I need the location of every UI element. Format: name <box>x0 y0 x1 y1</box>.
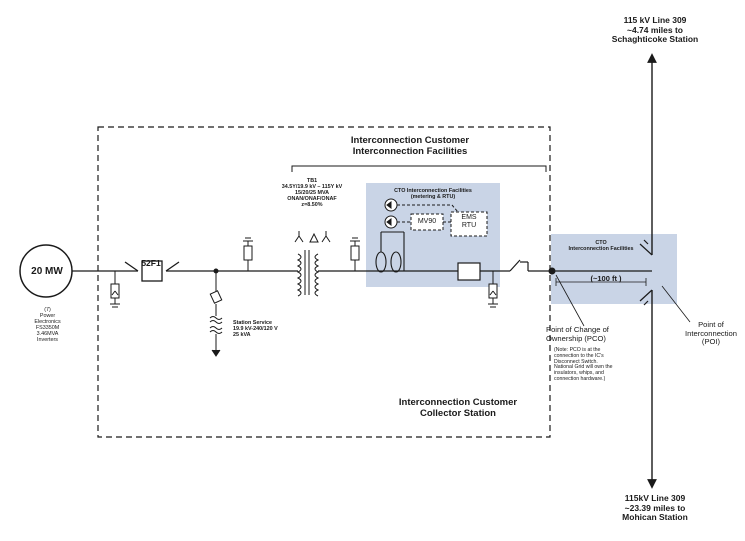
surge-arrester-tb1 <box>243 237 253 271</box>
meter-devices <box>384 198 488 237</box>
collector-station-label: Interconnection Customer Collector Stati… <box>378 397 538 419</box>
gen-line-2: Power <box>39 313 56 320</box>
cto-metering-line-1: CTO Interconnection Facilities <box>394 188 472 194</box>
tb1-rating: 15/20/25 MVA <box>294 190 330 197</box>
collector-line-1: Interconnection Customer <box>398 397 518 408</box>
metering-transformers <box>375 231 405 273</box>
breaker-52f1-symbol <box>124 260 180 282</box>
rtu-line-1: EMS <box>461 214 477 221</box>
north-line-name: 115 kV Line 309 <box>623 15 687 25</box>
surge-arrester-poi <box>488 271 498 308</box>
gen-count: (7) <box>44 307 51 313</box>
distance-label: (~100 ft ) <box>590 274 622 283</box>
pco-label: Point of Change of Ownership (PCO) <box>546 325 630 343</box>
station-service-tap <box>209 268 223 357</box>
leader-lines <box>555 274 691 327</box>
generator-description: (7) Power Electronics FS3350M 3.46MVA In… <box>20 307 75 343</box>
breaker-label: 52F1 <box>141 258 161 268</box>
north-line-distance: ~4.74 miles to <box>627 24 683 35</box>
rtu-line-2: RTU <box>461 221 477 229</box>
gen-model: FS3350M <box>35 325 60 332</box>
pco-note-line-6: connection hardware.) <box>554 376 606 383</box>
pco-note-line-1: (Note: PCO is at the <box>554 347 601 353</box>
cto-metering-line-2: (metering & RTU) <box>410 194 456 201</box>
pco-note-line-4: National Grid will own the <box>554 364 613 371</box>
pco-node <box>548 267 556 275</box>
interconnection-facilities-label: Interconnection Customer Interconnection… <box>320 135 500 157</box>
gen-rating-mva: 3.46MVA <box>36 331 59 338</box>
transformer-tb1-label: TB1 34.5Y/19.9 kV – 115Y kV 15/20/25 MVA… <box>262 178 362 208</box>
generator-rating: 20 MW <box>31 266 63 277</box>
collector-station-boundary <box>97 126 551 438</box>
transformer-tb1-symbol <box>294 231 331 297</box>
pco-note: (Note: PCO is at the connection to the I… <box>554 347 644 383</box>
south-line-station: Mohican Station <box>622 512 688 523</box>
tb1-voltage: 34.5Y/19.9 kV – 115Y kV <box>281 184 343 191</box>
cto-interconnection-region <box>551 234 677 304</box>
tb1-name: TB1 <box>306 178 318 184</box>
south-line-label: 115kV Line 309 ~23.39 miles to Mohican S… <box>575 493 735 523</box>
icf-line-1: Interconnection Customer <box>350 135 470 146</box>
cto-right-line-1: CTO <box>595 240 607 246</box>
tb1-cooling: ONAN/ONAF/ONAF <box>287 196 337 203</box>
gen-type: Inverters <box>37 337 58 344</box>
pco-note-line-2: connection to the IC's <box>554 352 604 359</box>
north-line-station: Schaghticoke Station <box>611 34 699 45</box>
poi-label: Point of Interconnection (POI) <box>680 320 742 347</box>
meter-label: MV90 <box>417 218 437 225</box>
line-switches <box>639 239 653 306</box>
cto-right-line-2: Interconnection Facilities <box>568 246 634 253</box>
station-service-voltage: 19.9 kV-240/120 V <box>233 326 278 333</box>
tb1-impedance: z=8.50% <box>301 202 323 209</box>
collector-line-2: Collector Station <box>419 407 496 419</box>
poi-line-1: Point of <box>698 320 724 329</box>
poi-line-2: Interconnection <box>685 328 737 338</box>
south-line-distance: ~23.39 miles to <box>624 502 686 513</box>
south-line-name: 115kV Line 309 <box>624 493 686 503</box>
station-service-title: Station Service <box>233 320 272 326</box>
station-service-rating: 25 kVA <box>233 332 251 339</box>
disconnect-switch-ic <box>509 259 529 272</box>
facilities-bracket <box>291 165 547 172</box>
gen-line-3: Electronics <box>34 319 61 326</box>
icf-line-2: Interconnection Facilities <box>352 145 468 157</box>
pco-note-line-5: insulators, whips, and <box>554 370 604 377</box>
surge-arrester-hv <box>350 237 360 271</box>
pco-line-1: Point of Change of <box>546 325 609 334</box>
pco-line-2: Ownership (PCO) <box>546 333 606 343</box>
surge-arrester-gen <box>110 271 120 308</box>
cto-interconnection-label: CTO Interconnection Facilities <box>553 240 649 252</box>
poi-line-3: (POI) <box>701 337 721 346</box>
rtu-label: EMS RTU <box>451 214 487 230</box>
pco-note-line-3: Disconnect Switch. <box>554 358 598 365</box>
distance-bracket <box>555 278 647 286</box>
cto-metering-label: CTO Interconnection Facilities (metering… <box>368 188 498 200</box>
revenue-meter-box <box>457 262 481 281</box>
station-service-label: Station Service 19.9 kV-240/120 V 25 kVA <box>233 320 323 338</box>
north-line-label: 115 kV Line 309 ~4.74 miles to Schaghtic… <box>575 15 735 45</box>
